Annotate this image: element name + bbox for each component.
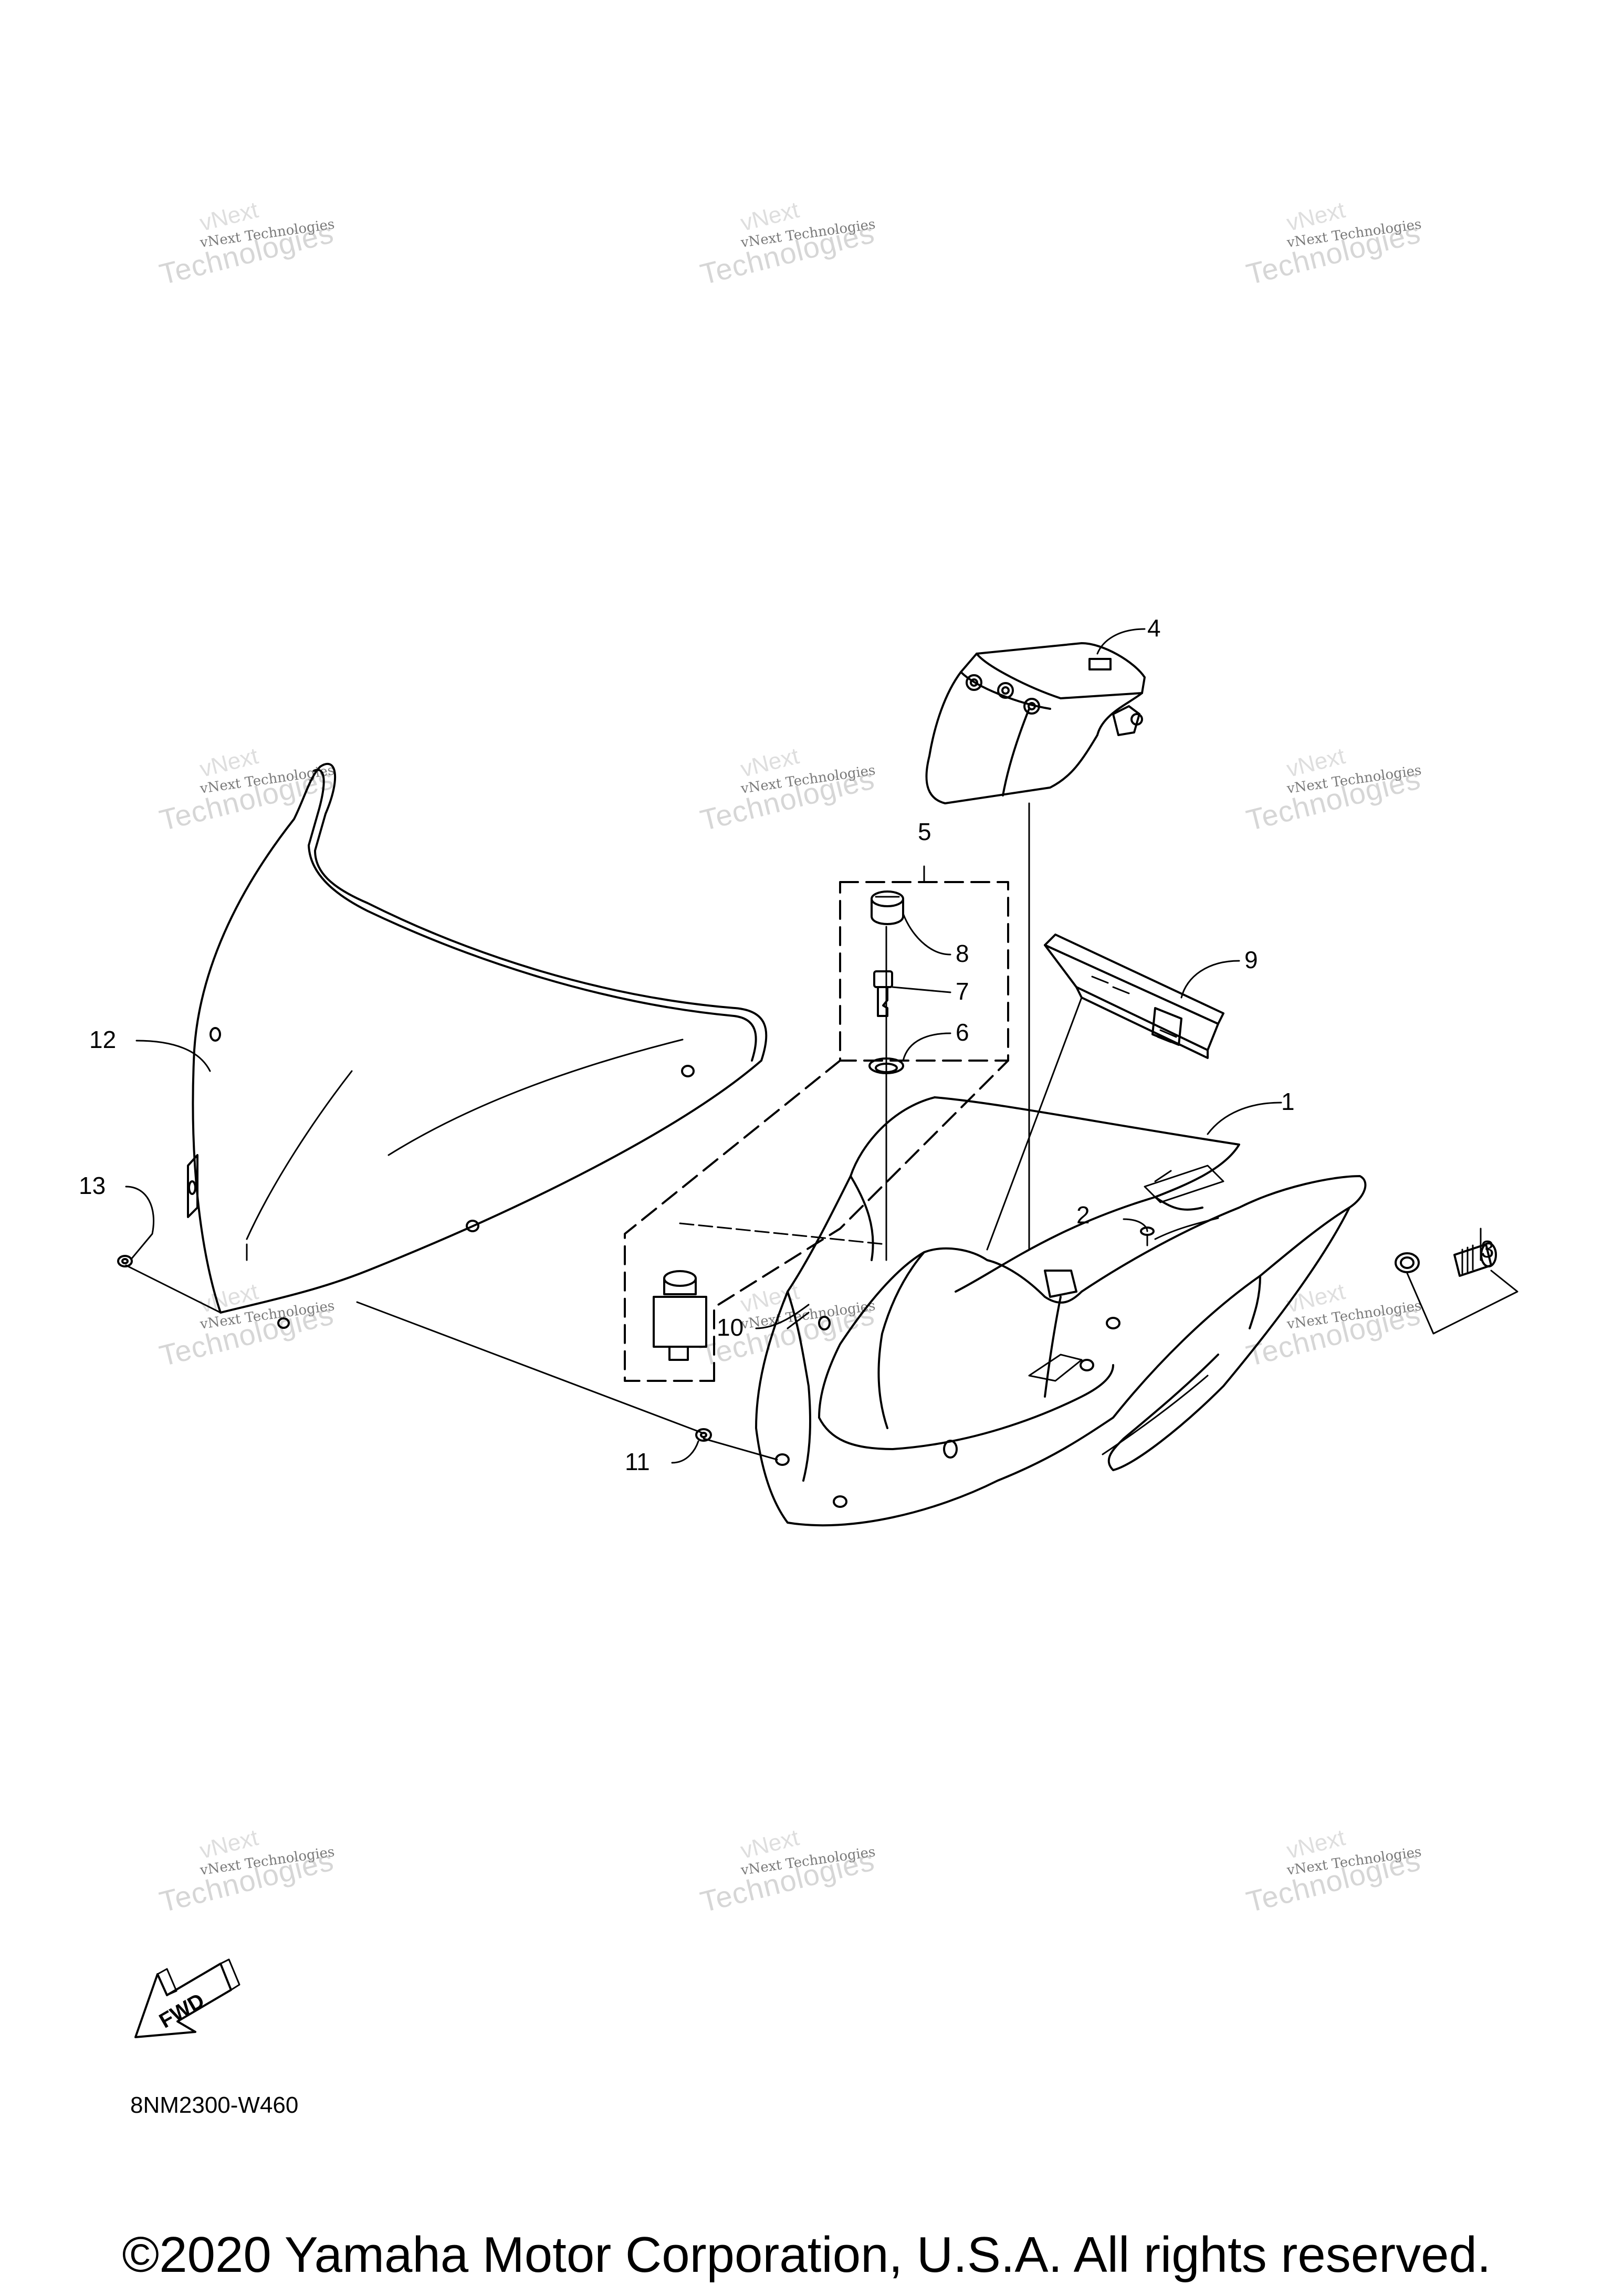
screw-part-2[interactable] — [1140, 1226, 1155, 1246]
main-switch-part[interactable] — [653, 1270, 707, 1361]
key-part[interactable] — [873, 970, 893, 1017]
callout-leaders — [125, 628, 1482, 1464]
windshield-part[interactable] — [187, 762, 768, 1329]
fwd-label: FWD — [155, 1989, 208, 2033]
key-kit-group — [624, 881, 1009, 1382]
meter-assembly-part[interactable] — [1044, 934, 1224, 1059]
callout-13: 13 — [79, 1172, 106, 1199]
callout-5: 5 — [918, 818, 931, 845]
diagram-code: 8NM2300-W460 — [130, 2092, 299, 2118]
callout-labels: 1 2 3 4 5 6 7 8 9 10 11 12 13 FWD — [79, 614, 1494, 2033]
callout-8: 8 — [956, 940, 969, 967]
key-cap-part[interactable] — [871, 890, 904, 925]
callout-10: 10 — [717, 1314, 743, 1341]
callout-6: 6 — [956, 1019, 969, 1046]
callout-12: 12 — [89, 1026, 116, 1053]
socket-part[interactable] — [1395, 1242, 1518, 1335]
callout-4: 4 — [1147, 614, 1161, 642]
callout-1: 1 — [1281, 1088, 1295, 1115]
meter-cover-part[interactable] — [925, 642, 1146, 804]
callout-2: 2 — [1076, 1201, 1090, 1229]
callout-11: 11 — [625, 1448, 650, 1475]
clip-part-13[interactable] — [117, 1255, 133, 1267]
fwd-arrow-icon — [134, 1958, 240, 2038]
front-cowling-part[interactable] — [755, 1096, 1367, 1527]
callout-9: 9 — [1244, 946, 1258, 973]
copyright-notice: ©2020 Yamaha Motor Corporation, U.S.A. A… — [122, 2227, 1491, 2283]
callout-3: 3 — [1481, 1235, 1494, 1263]
callout-7: 7 — [956, 978, 969, 1005]
assembly-lines — [125, 802, 1083, 1461]
